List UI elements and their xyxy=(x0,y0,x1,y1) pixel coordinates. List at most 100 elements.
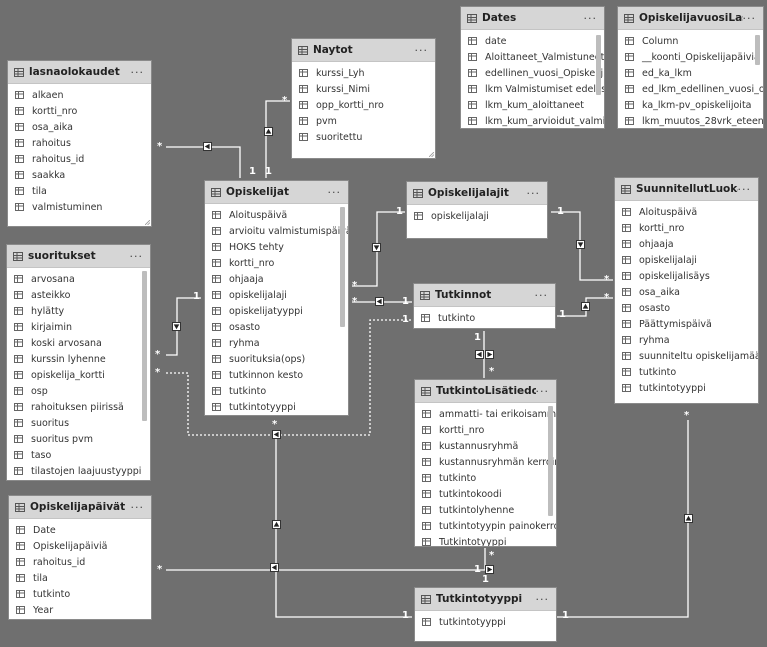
more-options-icon[interactable]: ··· xyxy=(535,384,549,398)
field-row[interactable]: tutkinto xyxy=(9,586,151,602)
arrow-down-icon[interactable] xyxy=(576,240,585,249)
field-row[interactable]: rahoitus_id xyxy=(9,554,151,570)
field-row[interactable]: rahoitus_id xyxy=(8,151,151,167)
arrow-down-icon[interactable] xyxy=(172,322,181,331)
field-row[interactable]: rahoituksen piirissä xyxy=(7,399,150,415)
field-row[interactable]: tutkintotyypin painokerroin xyxy=(415,518,556,534)
field-row[interactable]: suoritus xyxy=(7,415,150,431)
field-row[interactable]: kortti_nro xyxy=(8,103,151,119)
table-header[interactable]: Opiskelijapäivät ··· xyxy=(9,496,151,519)
field-row[interactable]: ed_lkm_edellinen_vuosi_o... xyxy=(618,81,763,97)
field-row[interactable]: tutkintotyyppi xyxy=(415,614,556,630)
arrow-up-icon[interactable] xyxy=(264,127,273,136)
table-header[interactable]: Tutkintotyyppi ··· xyxy=(415,588,556,611)
field-row[interactable]: ohjaaja xyxy=(615,236,758,252)
arrow-down-icon[interactable] xyxy=(372,243,381,252)
table-card-tutkinnot[interactable]: Tutkinnot ··· tutkinto xyxy=(413,283,556,329)
table-header[interactable]: Dates ··· xyxy=(461,7,604,30)
field-row[interactable]: tutkintotyyppi xyxy=(615,380,758,396)
table-card-opiskelijavuosilaskut[interactable]: OpiskelijavuosiLaskut ··· Column__koonti… xyxy=(617,6,764,129)
more-options-icon[interactable]: ··· xyxy=(130,500,144,514)
field-row[interactable]: opiskelijalisäys xyxy=(615,268,758,284)
field-row[interactable]: kirjaimin xyxy=(7,319,150,335)
field-row[interactable]: Päättymispäivä xyxy=(615,316,758,332)
arrow-right-icon[interactable] xyxy=(485,565,494,574)
field-row[interactable]: osa_aika xyxy=(8,119,151,135)
table-header[interactable]: SuunnitellutLuokat ··· xyxy=(615,178,758,201)
field-row[interactable]: kurssi_Lyh xyxy=(292,65,435,81)
field-row[interactable]: ka_lkm-pv_opiskelijoita xyxy=(618,97,763,113)
scrollbar[interactable] xyxy=(596,35,601,95)
field-row[interactable]: rahoitus xyxy=(8,135,151,151)
field-row[interactable]: tutkinto xyxy=(205,383,348,399)
field-row[interactable]: taso xyxy=(7,447,150,463)
field-row[interactable]: __koonti_Opiskelijapäiviä xyxy=(618,49,763,65)
field-row[interactable]: ryhma xyxy=(615,332,758,348)
field-row[interactable]: alkaen xyxy=(8,87,151,103)
scrollbar[interactable] xyxy=(548,406,553,516)
arrow-up-icon[interactable] xyxy=(272,520,281,529)
resize-handle-icon[interactable] xyxy=(429,152,434,157)
field-row[interactable]: date xyxy=(461,33,604,49)
field-row[interactable]: kortti_nro xyxy=(415,422,556,438)
field-row[interactable]: tutkinto xyxy=(415,470,556,486)
field-row[interactable]: arvioitu valmistumispäivä xyxy=(205,223,348,239)
arrow-up-icon[interactable] xyxy=(684,514,693,523)
table-header[interactable]: Tutkinnot ··· xyxy=(414,284,555,307)
field-row[interactable]: Aloituspäivä xyxy=(615,204,758,220)
field-row[interactable]: tutkinto xyxy=(615,364,758,380)
arrow-left-icon[interactable] xyxy=(272,430,281,439)
field-row[interactable]: lkm_kum_aloittaneet xyxy=(461,97,604,113)
field-row[interactable]: asteikko xyxy=(7,287,150,303)
table-header[interactable]: Naytot ··· xyxy=(292,39,435,62)
field-row[interactable]: tila xyxy=(8,183,151,199)
field-row[interactable]: opiskelijalaji xyxy=(205,287,348,303)
scrollbar[interactable] xyxy=(340,207,345,327)
field-row[interactable]: kustannusryhmä xyxy=(415,438,556,454)
field-row[interactable]: Year xyxy=(9,602,151,618)
field-row[interactable]: suoritus pvm xyxy=(7,431,150,447)
arrow-left-icon[interactable] xyxy=(475,350,484,359)
field-row[interactable]: tutkinnon kesto xyxy=(205,367,348,383)
more-options-icon[interactable]: ··· xyxy=(129,249,143,263)
field-row[interactable]: opp_kortti_nro xyxy=(292,97,435,113)
field-row[interactable]: ed_ka_lkm xyxy=(618,65,763,81)
field-row[interactable]: tutkintolyhenne xyxy=(415,502,556,518)
field-row[interactable]: tutkintotyyppi xyxy=(205,399,348,415)
field-row[interactable]: suunniteltu opiskelijamäärä xyxy=(615,348,758,364)
field-row[interactable]: osa_aika xyxy=(615,284,758,300)
field-row[interactable]: ryhma xyxy=(205,335,348,351)
table-header[interactable]: lasnaolokaudet ··· xyxy=(8,61,151,84)
field-row[interactable]: tilastojen laajuustyyppi xyxy=(7,463,150,479)
field-row[interactable]: lkm_kum_arvioidut_valmi... xyxy=(461,113,604,128)
field-row[interactable]: kurssin lyhenne xyxy=(7,351,150,367)
field-row[interactable]: lkm_muutos_28vrk_eteen xyxy=(618,113,763,128)
more-options-icon[interactable]: ··· xyxy=(130,65,144,79)
field-row[interactable]: ohjaaja xyxy=(205,271,348,287)
more-options-icon[interactable]: ··· xyxy=(583,11,597,25)
field-row[interactable]: kortti_nro xyxy=(615,220,758,236)
field-row[interactable]: opiskelijalaji xyxy=(407,208,547,224)
table-header[interactable]: Opiskelijalajit ··· xyxy=(407,182,547,205)
table-header[interactable]: OpiskelijavuosiLaskut ··· xyxy=(618,7,763,30)
field-row[interactable]: tutkinto xyxy=(414,310,555,326)
field-row[interactable]: osp xyxy=(7,383,150,399)
table-card-suunnitellutluokat[interactable]: SuunnitellutLuokat ··· Aloituspäiväkortt… xyxy=(614,177,759,404)
more-options-icon[interactable]: ··· xyxy=(414,43,428,57)
arrow-right-icon[interactable] xyxy=(485,350,494,359)
scrollbar[interactable] xyxy=(142,271,147,421)
field-row[interactable]: lkm Valmistumiset edellis... xyxy=(461,81,604,97)
field-row[interactable]: edellinen_vuosi_Opiskelij... xyxy=(461,65,604,81)
field-row[interactable]: kurssi_Nimi xyxy=(292,81,435,97)
field-row[interactable]: valmistuminen xyxy=(8,199,151,215)
field-row[interactable]: tila xyxy=(9,570,151,586)
arrow-left-icon[interactable] xyxy=(203,142,212,151)
field-row[interactable]: Date xyxy=(9,522,151,538)
field-row[interactable]: osasto xyxy=(205,319,348,335)
table-header[interactable]: TutkintoLisätiedot ··· xyxy=(415,380,556,403)
more-options-icon[interactable]: ··· xyxy=(535,592,549,606)
